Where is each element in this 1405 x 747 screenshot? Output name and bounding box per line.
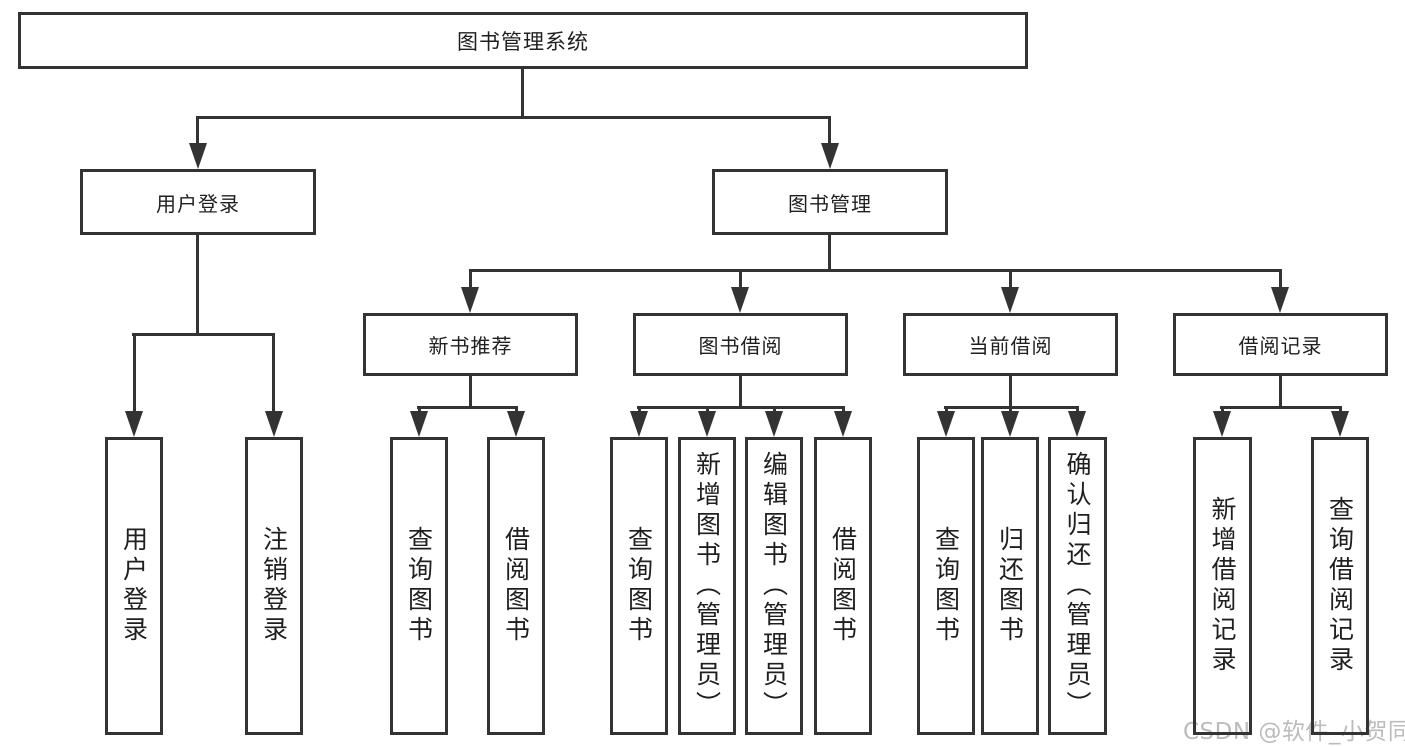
connector-line [1220, 406, 1342, 409]
arrow-down-icon [410, 411, 428, 437]
connector-line [196, 116, 831, 119]
arrow-down-icon [125, 411, 143, 437]
leaf-cb-return-book: 归还图书 [981, 437, 1039, 735]
node-borrow-record-label: 借阅记录 [1238, 334, 1323, 358]
connector-line [132, 333, 275, 336]
leaf-cb-return-book-label: 归还图书 [995, 526, 1025, 646]
arrow-down-icon [1213, 411, 1231, 437]
leaf-user-login: 用户登录 [105, 437, 163, 735]
node-new-book-recommend-label: 新书推荐 [428, 334, 513, 358]
leaf-user-login-label: 用户登录 [119, 526, 149, 646]
leaf-cb-confirm-return: 确认归还（管理员） [1048, 437, 1107, 735]
leaf-bb-borrow-book-label: 借阅图书 [828, 526, 858, 646]
leaf-br-query-record: 查询借阅记录 [1311, 437, 1369, 735]
connector-line [469, 271, 472, 289]
leaf-cb-confirm-return-label: 确认归还（管理员） [1063, 451, 1092, 721]
arrow-down-icon [507, 411, 525, 437]
node-user-login: 用户登录 [80, 169, 316, 235]
connector-line [1009, 271, 1012, 289]
leaf-br-query-record-label: 查询借阅记录 [1325, 496, 1355, 676]
node-book-borrow-label: 图书借阅 [698, 334, 783, 358]
node-root-label: 图书管理系统 [457, 29, 589, 54]
connector-line [828, 118, 831, 145]
leaf-bb-add-book: 新增图书（管理员） [678, 437, 736, 735]
connector-line [739, 376, 742, 409]
arrow-down-icon [1271, 287, 1289, 313]
leaf-bb-borrow-book: 借阅图书 [814, 437, 872, 735]
leaf-bb-query-book-label: 查询图书 [624, 526, 654, 646]
arrow-down-icon [461, 287, 479, 313]
node-book-borrow: 图书借阅 [633, 313, 848, 376]
node-root: 图书管理系统 [18, 12, 1028, 69]
arrow-down-icon [731, 287, 749, 313]
node-new-book-recommend: 新书推荐 [363, 313, 578, 376]
leaf-cb-query-book-label: 查询图书 [931, 526, 961, 646]
arrow-down-icon [1001, 411, 1019, 437]
leaf-logout-label: 注销登录 [259, 526, 289, 646]
arrow-down-icon [189, 143, 207, 169]
leaf-cb-query-book: 查询图书 [917, 437, 975, 735]
connector-line [739, 271, 742, 289]
node-current-borrow: 当前借阅 [903, 313, 1118, 376]
leaf-nb-query-book-label: 查询图书 [404, 526, 434, 646]
leaf-bb-add-book-label: 新增图书（管理员） [692, 451, 722, 721]
node-book-management-label: 图书管理 [788, 191, 872, 216]
arrow-down-icon [265, 411, 283, 437]
node-current-borrow-label: 当前借阅 [968, 334, 1053, 358]
connector-line [272, 335, 275, 412]
arrow-down-icon [1001, 287, 1019, 313]
arrow-down-icon [765, 411, 783, 437]
leaf-bb-edit-book: 编辑图书（管理员） [745, 437, 803, 735]
connector-line [944, 406, 1079, 409]
arrow-down-icon [698, 411, 716, 437]
connector-line [521, 69, 524, 117]
connector-line [1279, 376, 1282, 409]
leaf-br-add-record-label: 新增借阅记录 [1208, 496, 1237, 676]
watermark: CSDN @软件_小贺同学 [1183, 719, 1405, 745]
connector-line [1279, 271, 1282, 289]
arrow-down-icon [630, 411, 648, 437]
arrow-down-icon [1331, 411, 1349, 437]
arrow-down-icon [821, 143, 839, 169]
leaf-nb-query-book: 查询图书 [390, 437, 448, 735]
leaf-nb-borrow-book: 借阅图书 [487, 437, 545, 735]
leaf-bb-edit-book-label: 编辑图书（管理员） [759, 451, 789, 721]
leaf-logout: 注销登录 [245, 437, 303, 735]
connector-line [469, 376, 472, 409]
connector-line [1009, 376, 1012, 409]
connector-line [196, 118, 199, 145]
connector-line [637, 406, 845, 409]
arrow-down-icon [834, 411, 852, 437]
connector-line [469, 269, 1282, 272]
connector-line [196, 235, 199, 335]
connector-line [417, 406, 518, 409]
arrow-down-icon [1068, 411, 1086, 437]
leaf-nb-borrow-book-label: 借阅图书 [501, 526, 531, 646]
leaf-bb-query-book: 查询图书 [610, 437, 668, 735]
node-book-management: 图书管理 [712, 169, 948, 235]
connector-line [133, 335, 136, 412]
node-borrow-record: 借阅记录 [1173, 313, 1388, 376]
node-user-login-label: 用户登录 [156, 191, 240, 216]
arrow-down-icon [937, 411, 955, 437]
leaf-br-add-record: 新增借阅记录 [1193, 437, 1252, 735]
connector-line [828, 235, 831, 271]
